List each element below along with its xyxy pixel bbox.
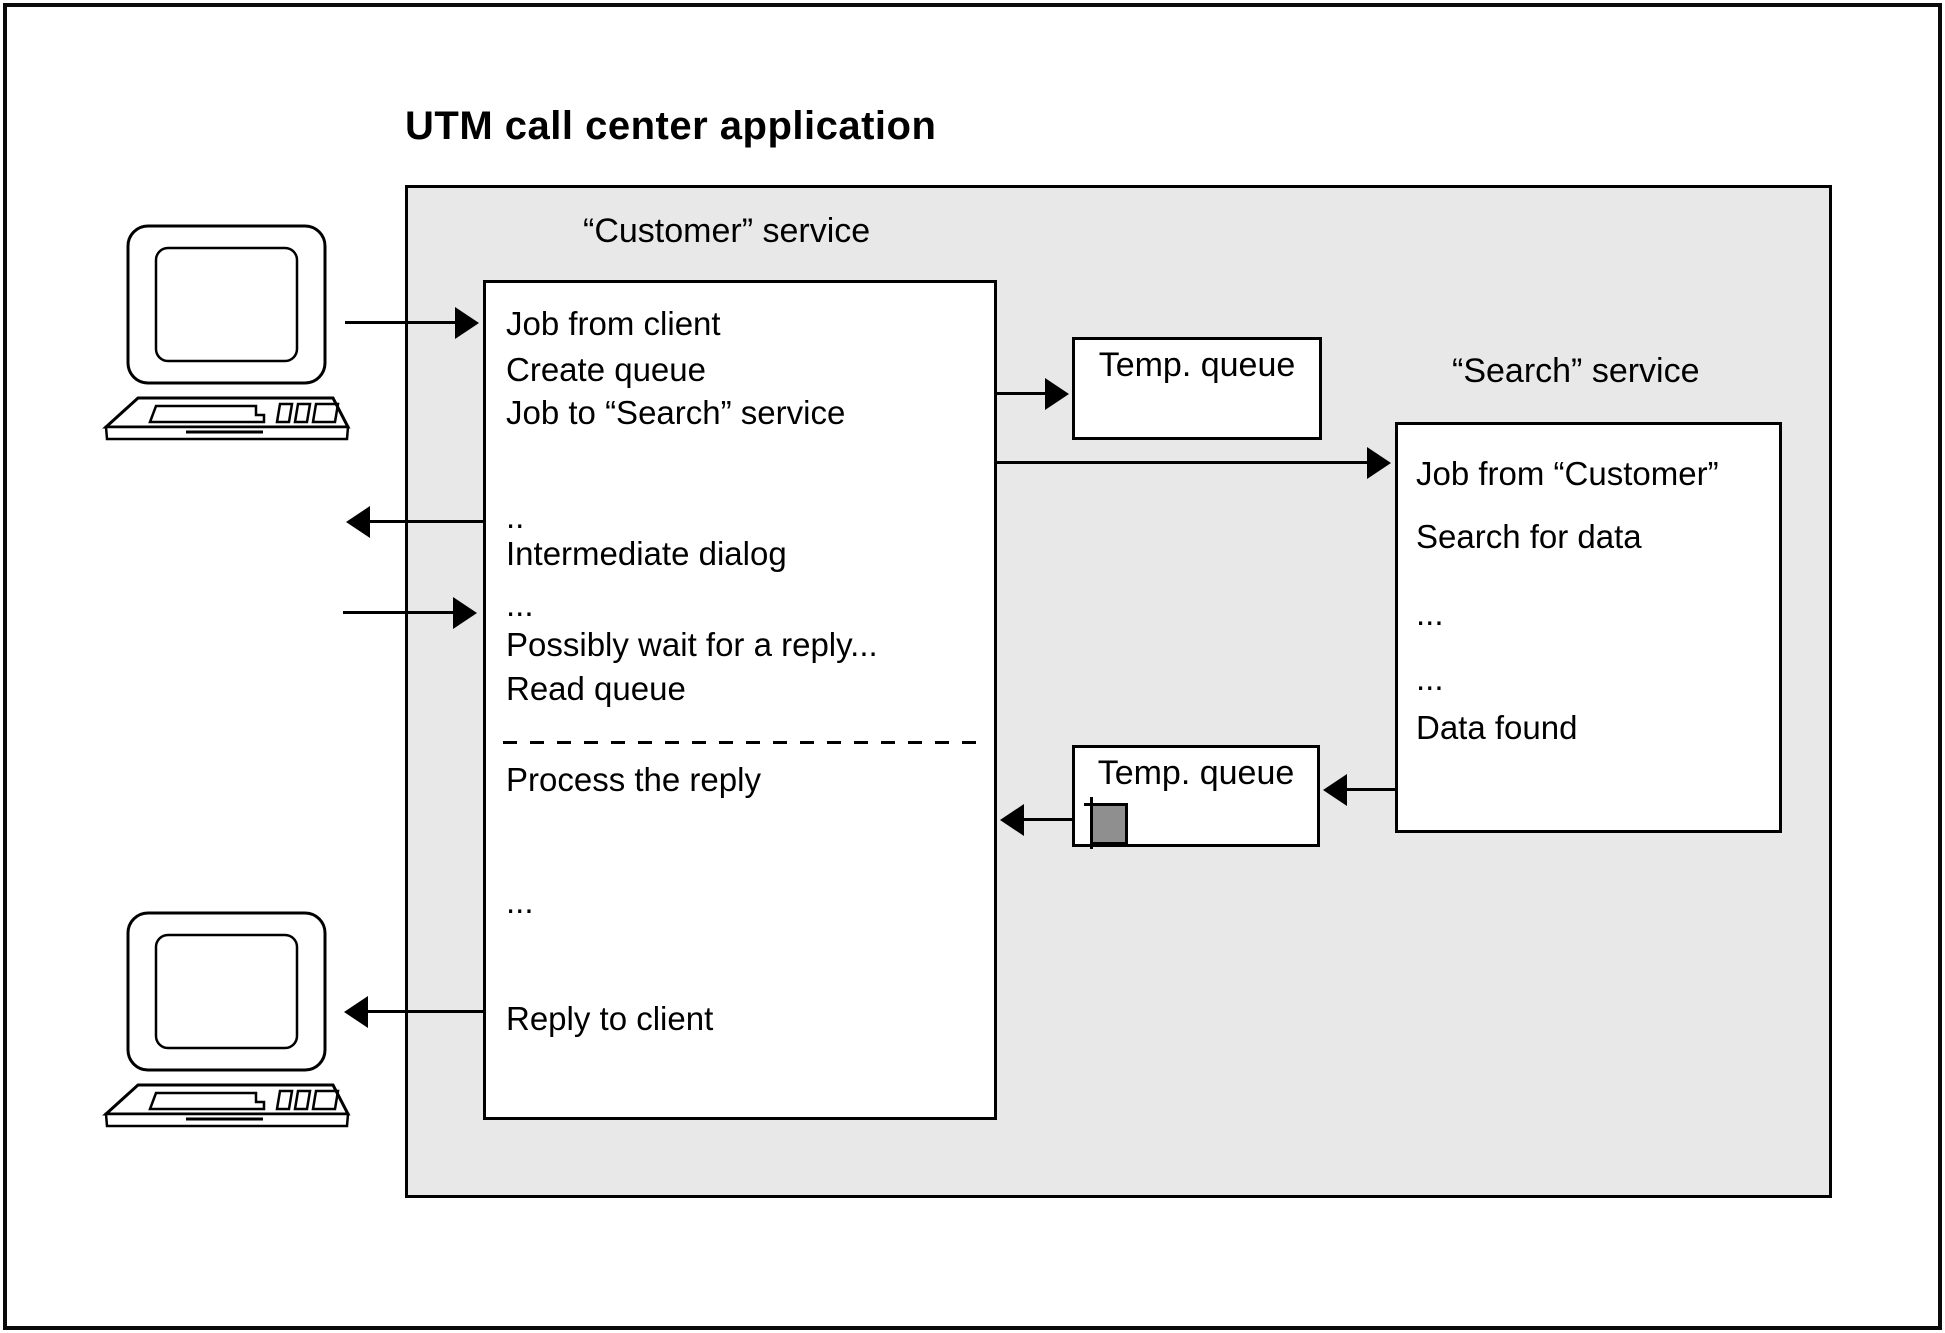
customer-step: Job from client	[506, 305, 721, 342]
search-step: ...	[1416, 595, 1444, 632]
search-step: ...	[1416, 660, 1444, 697]
temp-queue-top-box: Temp. queue	[1072, 337, 1322, 440]
arrow-customer-to-search	[997, 461, 1368, 464]
arrow-customer-to-client-dialog	[369, 520, 483, 523]
customer-step: Reply to client	[506, 1000, 714, 1037]
queue-message-icon	[1084, 797, 1128, 849]
search-step: Job from “Customer”	[1416, 455, 1719, 492]
arrow-customer-to-client-final	[367, 1010, 483, 1013]
customer-service-box: Job from client Create queue Job to “Sea…	[483, 280, 997, 1120]
customer-step: ...	[506, 586, 534, 623]
computer-terminal-icon	[102, 911, 351, 1128]
search-service-label: “Search” service	[1452, 352, 1700, 390]
temp-queue-top-label: Temp. queue	[1098, 346, 1296, 384]
dashed-separator	[503, 741, 983, 744]
temp-queue-bottom-label: Temp. queue	[1097, 754, 1295, 792]
search-step: Data found	[1416, 709, 1578, 746]
customer-step: Create queue	[506, 351, 706, 388]
arrow-client-to-customer	[345, 321, 456, 324]
arrow-customer-to-temp-queue	[997, 392, 1046, 395]
arrow-client-to-customer-reply	[343, 611, 454, 614]
customer-step: ...	[506, 883, 534, 920]
arrow-search-to-temp-queue	[1346, 788, 1397, 791]
customer-service-label: “Customer” service	[583, 212, 871, 250]
temp-queue-bottom-box: Temp. queue	[1072, 745, 1320, 849]
customer-step: Process the reply	[506, 761, 761, 798]
outer-frame	[3, 3, 1942, 1330]
diagram-title: UTM call center application	[405, 104, 937, 148]
customer-step: Intermediate dialog	[506, 535, 787, 572]
arrow-temp-queue-to-customer	[1023, 818, 1072, 821]
computer-terminal-icon	[102, 224, 351, 441]
customer-step: Possibly wait for a reply...	[506, 626, 878, 663]
customer-step: Read queue	[506, 670, 686, 707]
search-service-box: Job from “Customer” Search for data ... …	[1395, 422, 1782, 833]
customer-step: Job to “Search” service	[506, 394, 846, 431]
customer-step: ..	[506, 498, 525, 535]
search-step: Search for data	[1416, 518, 1642, 555]
